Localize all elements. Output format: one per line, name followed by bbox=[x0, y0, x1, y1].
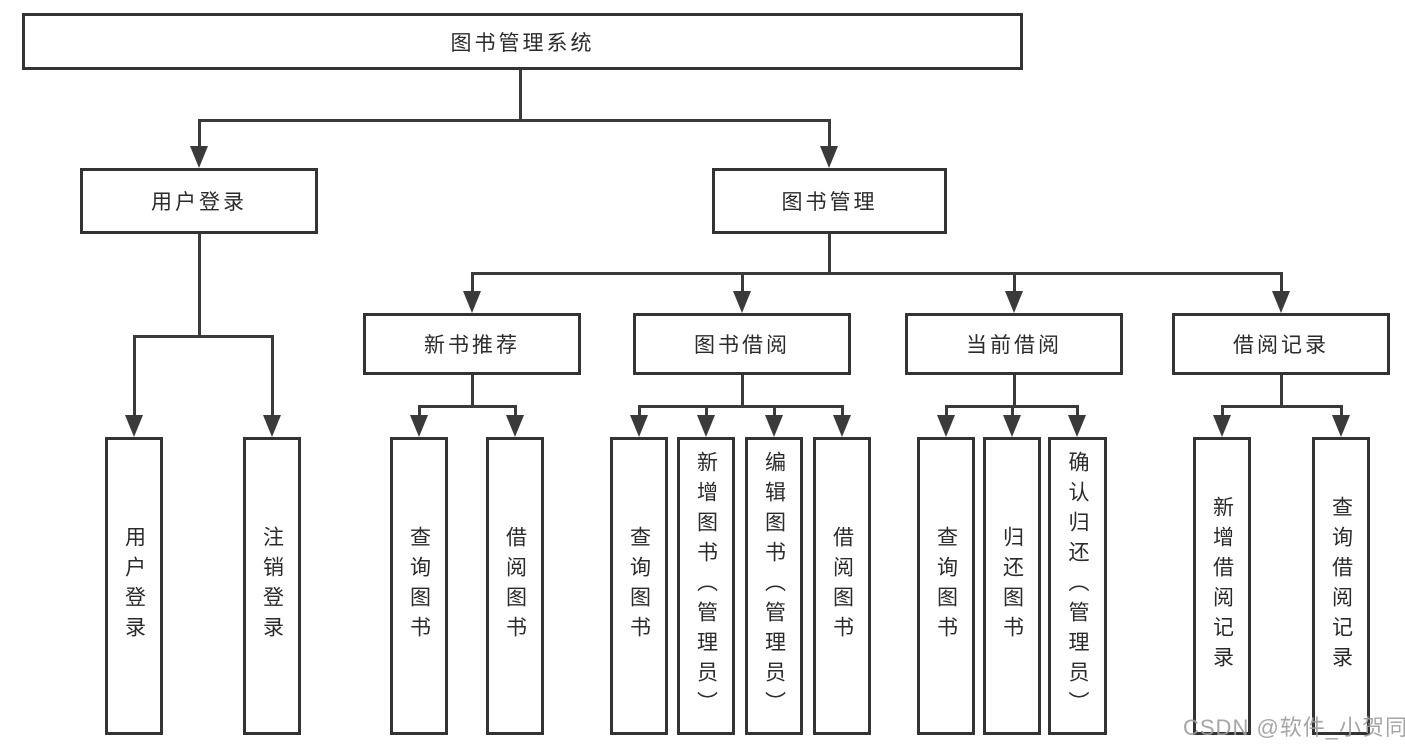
connector-line bbox=[198, 119, 831, 122]
node-book-management: 图书管理 bbox=[712, 168, 947, 234]
leaf-add-books-admin-label: 新增图书（管理员） bbox=[694, 451, 718, 721]
connector-line bbox=[418, 405, 421, 420]
connector-line bbox=[198, 233, 201, 337]
leaf-add-borrow-record: 新增借阅记录 bbox=[1193, 437, 1251, 735]
node-current-borrow: 当前借阅 bbox=[905, 313, 1123, 375]
leaf-borrow-books-label: 借阅图书 bbox=[830, 526, 854, 646]
arrowhead-icon bbox=[1068, 415, 1086, 437]
leaf-add-borrow-record-label: 新增借阅记录 bbox=[1210, 496, 1234, 676]
leaf-query-borrow-record-label: 查询借阅记录 bbox=[1329, 496, 1353, 676]
node-borrow-records-label: 借阅记录 bbox=[1233, 334, 1329, 357]
connector-line bbox=[741, 272, 744, 295]
connector-line bbox=[133, 335, 136, 420]
connector-line bbox=[198, 119, 201, 151]
connector-line bbox=[705, 405, 708, 420]
connector-line bbox=[1221, 405, 1224, 420]
connector-line bbox=[133, 335, 274, 338]
node-user-login-label: 用户登录 bbox=[151, 191, 247, 214]
connector-line bbox=[1280, 374, 1283, 407]
connector-line bbox=[741, 374, 744, 407]
node-book-management-label: 图书管理 bbox=[781, 191, 878, 214]
connector-line bbox=[638, 405, 641, 420]
leaf-borrow-query-books: 查询图书 bbox=[610, 437, 668, 735]
leaf-logout-label: 注销登录 bbox=[260, 526, 284, 646]
arrowhead-icon bbox=[125, 415, 143, 437]
connector-line bbox=[1221, 405, 1342, 408]
arrowhead-icon bbox=[630, 415, 648, 437]
connector-line bbox=[1280, 272, 1283, 295]
leaf-current-query-books: 查询图书 bbox=[917, 437, 975, 735]
connector-line bbox=[271, 335, 274, 420]
node-current-borrow-label: 当前借阅 bbox=[966, 334, 1062, 357]
connector-line bbox=[1076, 405, 1079, 420]
leaf-recommend-borrow-books: 借阅图书 bbox=[486, 437, 544, 735]
connector-line bbox=[945, 405, 948, 420]
arrowhead-icon bbox=[820, 146, 838, 168]
leaf-recommend-borrow-books-label: 借阅图书 bbox=[503, 526, 527, 646]
node-user-login: 用户登录 bbox=[80, 168, 318, 234]
node-root: 图书管理系统 bbox=[22, 13, 1023, 70]
connector-line bbox=[471, 374, 474, 407]
arrowhead-icon bbox=[463, 291, 481, 313]
connector-line bbox=[471, 272, 474, 295]
arrowhead-icon bbox=[1003, 415, 1021, 437]
connector-line bbox=[471, 272, 1283, 275]
leaf-confirm-return-admin-label: 确认归还（管理员） bbox=[1066, 451, 1089, 721]
arrowhead-icon bbox=[410, 415, 428, 437]
arrowhead-icon bbox=[263, 415, 281, 437]
connector-line bbox=[1013, 374, 1016, 407]
leaf-recommend-query-books: 查询图书 bbox=[390, 437, 448, 735]
arrowhead-icon bbox=[1005, 291, 1023, 313]
leaf-user-login-label: 用户登录 bbox=[122, 526, 146, 646]
leaf-edit-books-admin-label: 编辑图书（管理员） bbox=[762, 451, 786, 721]
arrowhead-icon bbox=[1332, 415, 1350, 437]
leaf-add-books-admin: 新增图书（管理员） bbox=[677, 437, 735, 735]
node-borrow-records: 借阅记录 bbox=[1172, 313, 1390, 375]
leaf-confirm-return-admin: 确认归还（管理员） bbox=[1048, 437, 1107, 735]
arrowhead-icon bbox=[833, 415, 851, 437]
leaf-query-borrow-record: 查询借阅记录 bbox=[1312, 437, 1370, 735]
connector-line bbox=[519, 68, 522, 121]
connector-line bbox=[514, 405, 517, 420]
connector-line bbox=[828, 119, 831, 151]
node-new-book-recommend-label: 新书推荐 bbox=[424, 334, 520, 357]
arrowhead-icon bbox=[733, 291, 751, 313]
leaf-borrow-books: 借阅图书 bbox=[813, 437, 871, 735]
leaf-user-login: 用户登录 bbox=[105, 437, 163, 735]
arrowhead-icon bbox=[190, 146, 208, 168]
connector-line bbox=[773, 405, 776, 420]
connector-line bbox=[1013, 272, 1016, 295]
node-new-book-recommend: 新书推荐 bbox=[363, 313, 581, 375]
leaf-recommend-query-books-label: 查询图书 bbox=[407, 526, 431, 646]
connector-line bbox=[418, 405, 517, 408]
connector-line bbox=[828, 233, 831, 274]
leaf-edit-books-admin: 编辑图书（管理员） bbox=[745, 437, 803, 735]
leaf-return-books-label: 归还图书 bbox=[1000, 526, 1024, 646]
node-book-borrow-label: 图书借阅 bbox=[694, 334, 790, 357]
leaf-logout: 注销登录 bbox=[243, 437, 301, 735]
node-root-label: 图书管理系统 bbox=[450, 31, 595, 55]
leaf-borrow-query-books-label: 查询图书 bbox=[627, 526, 651, 646]
arrowhead-icon bbox=[1272, 291, 1290, 313]
arrowhead-icon bbox=[937, 415, 955, 437]
connector-line bbox=[841, 405, 844, 420]
arrowhead-icon bbox=[1213, 415, 1231, 437]
leaf-current-query-books-label: 查询图书 bbox=[934, 526, 958, 646]
node-book-borrow: 图书借阅 bbox=[633, 313, 851, 375]
connector-line bbox=[638, 405, 844, 408]
connector-line bbox=[1011, 405, 1014, 420]
arrowhead-icon bbox=[697, 415, 715, 437]
arrowhead-icon bbox=[765, 415, 783, 437]
leaf-return-books: 归还图书 bbox=[983, 437, 1041, 735]
csdn-watermark: CSDN @软件_小贺同学 bbox=[1183, 715, 1405, 740]
connector-line bbox=[1340, 405, 1343, 420]
arrowhead-icon bbox=[506, 415, 524, 437]
